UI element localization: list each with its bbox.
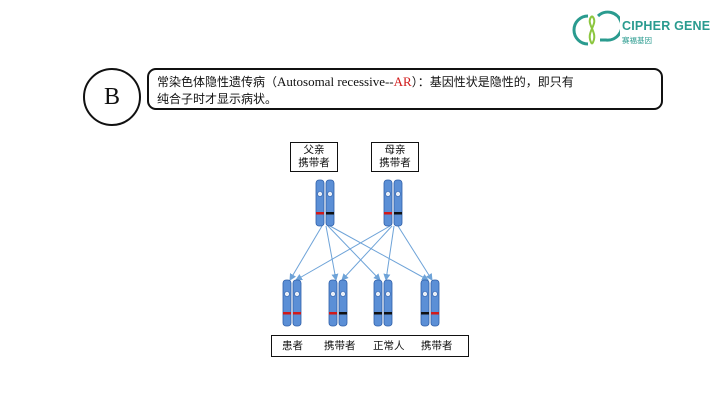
chromosome-left — [328, 279, 338, 327]
chromosome-right — [338, 279, 348, 327]
arrows-from-father — [289, 225, 429, 281]
chromosome-pair-mother — [383, 179, 403, 227]
father-label: 父亲 携带者 — [290, 142, 338, 172]
chromosome-pair-child-2 — [328, 279, 348, 327]
arrow-mother-to-child-4 — [397, 225, 433, 281]
offspring-label-3: 正常人 — [373, 340, 405, 352]
chromosome-right — [393, 179, 403, 227]
title-part-1: 常染色体隐性遗传病（ — [157, 75, 278, 89]
offspring-label-box: 患者 携带者 正常人 携带者 — [271, 335, 469, 357]
father-role: 父亲 — [303, 144, 325, 156]
chromosome-left — [315, 179, 325, 227]
arrow-mother-to-child-1 — [295, 225, 391, 281]
cipher-gene-logo: CIPHER GENE 赛福基因 — [564, 10, 714, 46]
section-letter-badge: B — [83, 68, 141, 126]
chromosome-left — [383, 179, 393, 227]
offspring-label-2: 携带者 — [324, 340, 356, 352]
section-letter: B — [103, 83, 120, 110]
chromosome-right — [292, 279, 302, 327]
title-line-1: 常染色体隐性遗传病（Autosomal recessive--AR）：基因性状是… — [157, 73, 653, 91]
father-status: 携带者 — [298, 157, 330, 169]
chromosome-pair-child-3 — [373, 279, 393, 327]
title-box: 常染色体隐性遗传病（Autosomal recessive--AR）：基因性状是… — [147, 68, 663, 110]
chromosome-left — [373, 279, 383, 327]
chromosome-pair-father — [315, 179, 335, 227]
mother-role: 母亲 — [384, 144, 406, 156]
mother-status: 携带者 — [379, 157, 411, 169]
title-ar: AR — [393, 74, 412, 89]
offspring-label-4: 携带者 — [421, 340, 453, 352]
arrows-from-mother — [295, 225, 433, 281]
offspring-label-1: 患者 — [282, 340, 303, 352]
arrow-father-to-child-2 — [325, 225, 339, 281]
logo-brand-text-cn: 赛福基因 — [622, 36, 652, 45]
mother-label: 母亲 携带者 — [371, 142, 419, 172]
chromosome-pair-child-4 — [420, 279, 440, 327]
chromosome-right — [430, 279, 440, 327]
title-part-4: ）：基因性状是隐性的，即只有 — [411, 75, 574, 89]
chromosome-right — [325, 179, 335, 227]
chromosome-left — [420, 279, 430, 327]
chromosome-pair-child-1 — [282, 279, 302, 327]
title-line-2: 纯合子时才显示病状。 — [157, 92, 278, 106]
title-latin: Autosomal recessive-- — [277, 74, 394, 89]
arrow-father-to-child-3 — [327, 225, 381, 281]
chromosome-right — [383, 279, 393, 327]
arrow-father-to-child-1 — [289, 225, 323, 281]
arrow-mother-to-child-3 — [383, 225, 395, 281]
arrow-mother-to-child-2 — [341, 225, 393, 281]
logo-mark-icon — [572, 10, 620, 46]
arrow-father-to-child-4 — [329, 225, 429, 281]
logo-brand-text: CIPHER GENE — [622, 19, 711, 33]
chromosome-left — [282, 279, 292, 327]
